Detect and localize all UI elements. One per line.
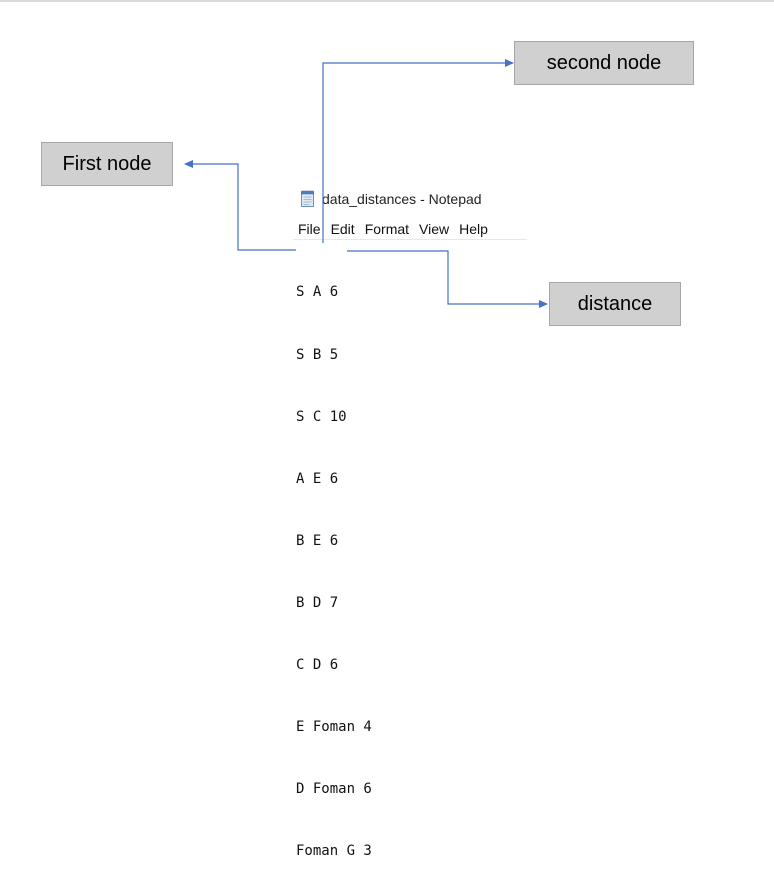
first-node-arrow — [184, 160, 296, 251]
notepad-title-bar: data_distances - Notepad — [300, 189, 482, 209]
text-line: S C 10 — [296, 408, 347, 425]
menu-view[interactable]: View — [419, 220, 450, 237]
menu-file[interactable]: File — [298, 220, 321, 237]
first-node-label: First node — [41, 142, 173, 186]
text-line: C D 6 — [296, 656, 339, 673]
text-line: E Foman 4 — [296, 719, 372, 736]
text-line: S B 5 — [296, 346, 339, 363]
notepad-icon — [300, 190, 316, 208]
text-line: Foman G 3 — [296, 843, 372, 860]
text-line: S A 6 — [296, 284, 339, 301]
second-node-label: second node — [514, 41, 694, 85]
distance-arrow — [347, 250, 548, 308]
distance-label: distance — [549, 282, 681, 326]
notepad-menu-bar: File Edit Format View Help — [293, 218, 527, 240]
text-line: D Foman 6 — [296, 781, 372, 798]
text-line: B E 6 — [296, 532, 339, 549]
text-line: B D 7 — [296, 594, 339, 611]
text-line: A E 6 — [296, 470, 339, 487]
menu-help[interactable]: Help — [459, 220, 488, 237]
second-node-arrow — [322, 59, 514, 243]
menu-edit[interactable]: Edit — [330, 220, 355, 237]
menu-format[interactable]: Format — [364, 220, 410, 237]
annotation-arrows — [184, 59, 548, 308]
top-divider — [0, 0, 774, 2]
notepad-title: data_distances - Notepad — [322, 191, 482, 207]
